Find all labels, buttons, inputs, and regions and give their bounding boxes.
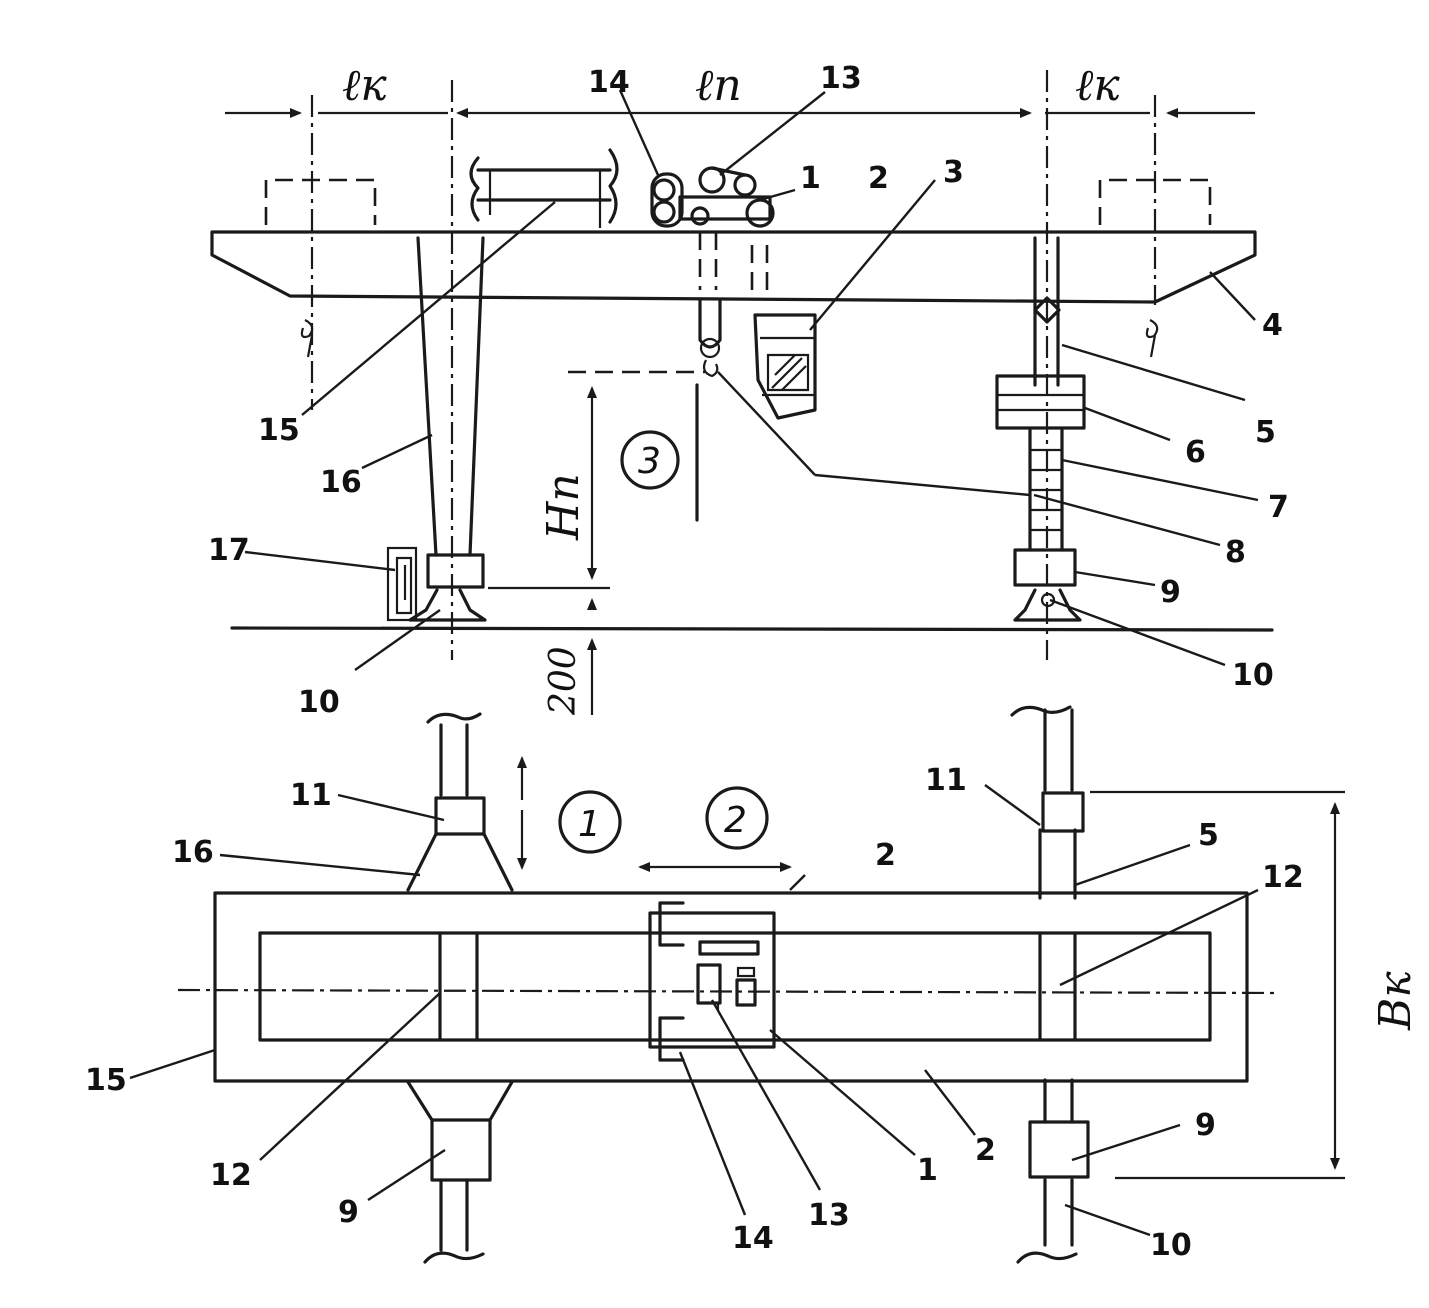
callout-6-front: 6 <box>1185 435 1206 470</box>
hoist-height-dimension <box>488 370 705 715</box>
callout-2-plan-bottom: 2 <box>975 1133 996 1168</box>
callout-13-front: 13 <box>820 61 862 96</box>
plan-frame-outer <box>213 891 1249 1083</box>
callout-4-front: 4 <box>1262 308 1283 343</box>
plan-frame-inner <box>258 931 1212 1042</box>
callout-15-front: 15 <box>258 413 300 448</box>
callout-14-plan: 14 <box>732 1221 774 1256</box>
callout-11-plan-right: 11 <box>925 763 967 798</box>
callout-12-plan-left: 12 <box>210 1158 252 1193</box>
callout-1-front: 1 <box>800 161 821 196</box>
right-leg <box>995 236 1086 622</box>
label-lk-left: ℓк <box>342 60 387 111</box>
movement-1-label: 1 <box>578 804 601 845</box>
left-leg <box>386 236 487 622</box>
callout-15-plan: 15 <box>85 1063 127 1098</box>
callout-16-plan: 16 <box>172 835 214 870</box>
callout-10-plan: 10 <box>1150 1228 1192 1263</box>
right-bottom-support <box>1028 1120 1090 1179</box>
callout-5-plan: 5 <box>1198 818 1219 853</box>
hook-right <box>1145 319 1159 358</box>
operator-cab <box>753 313 817 420</box>
callout-1-plan: 1 <box>917 1153 938 1188</box>
movement-2-label: 2 <box>724 800 747 841</box>
plan-axis <box>177 988 1279 995</box>
rail-line <box>230 626 1274 632</box>
trolley-plan <box>648 901 776 1062</box>
callout-9-plan-right: 9 <box>1195 1108 1216 1143</box>
left-top-support <box>406 796 514 892</box>
label-bk: Вк <box>1370 971 1421 1031</box>
callout-10-front-left: 10 <box>298 685 340 720</box>
movement-3-label: 3 <box>638 441 661 482</box>
label-hp: Нп <box>538 473 589 541</box>
right-top-support <box>1041 791 1085 833</box>
load-dashed-right <box>1098 178 1212 225</box>
plan-leader-lines <box>129 784 1259 1237</box>
front-view <box>210 70 1274 715</box>
label-lp: ℓп <box>695 60 742 111</box>
label-lk-right: ℓк <box>1075 60 1120 111</box>
trolley-load-grip <box>469 148 619 228</box>
callout-14-front: 14 <box>588 65 630 100</box>
hoist-ropes <box>695 232 769 522</box>
callout-17-front: 17 <box>208 533 250 568</box>
callout-11-plan-left: 11 <box>290 778 332 813</box>
load-dashed-left <box>264 178 377 225</box>
trolley <box>650 166 775 228</box>
callout-5-front: 5 <box>1255 415 1276 450</box>
callout-9-plan-left: 9 <box>338 1195 359 1230</box>
callout-12-plan-right: 12 <box>1262 860 1304 895</box>
left-bottom-support <box>406 1080 514 1182</box>
callout-7-front: 7 <box>1268 490 1289 525</box>
front-leader-lines <box>244 89 1259 671</box>
callout-2-front: 2 <box>868 161 889 196</box>
rail-left <box>423 712 485 1264</box>
callout-3-front: 3 <box>943 155 964 190</box>
movement-3-circle <box>620 430 680 490</box>
callout-13-plan: 13 <box>808 1198 850 1233</box>
label-offset: 200 <box>543 646 584 716</box>
callout-16-front: 16 <box>320 465 362 500</box>
callout-10-front-right: 10 <box>1232 658 1274 693</box>
span-bk-dimension <box>1090 790 1345 1180</box>
plan-view <box>129 705 1345 1264</box>
callout-8-front: 8 <box>1225 535 1246 570</box>
callout-9-front: 9 <box>1160 575 1181 610</box>
rail-right <box>1010 705 1078 1264</box>
bridge-girder <box>210 230 1257 304</box>
movement-arrows <box>517 756 792 872</box>
callout-2-plan-top: 2 <box>875 838 896 873</box>
hook-left <box>300 319 314 358</box>
